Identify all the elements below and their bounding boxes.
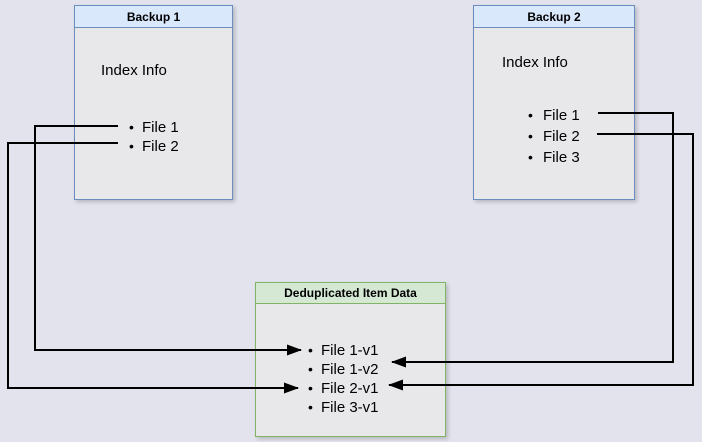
- dedup-title: Deduplicated Item Data: [256, 283, 445, 304]
- file-label: File 1-v1: [321, 342, 379, 359]
- backup2-box: Backup 2 Index Info • File 1 • File 2 • …: [473, 5, 635, 200]
- backup2-file-3: • File 3: [528, 147, 580, 168]
- backup2-title: Backup 2: [474, 6, 634, 28]
- bullet-icon: •: [528, 128, 533, 144]
- bullet-icon: •: [308, 361, 313, 377]
- bullet-icon: •: [308, 342, 313, 358]
- backup1-box: Backup 1 Index Info • File 1 • File 2: [74, 5, 233, 200]
- file-label: File 3-v1: [321, 399, 379, 416]
- backup1-file-2: • File 2: [129, 137, 179, 156]
- bullet-icon: •: [308, 380, 313, 396]
- backup2-index-info-label: Index Info: [502, 54, 568, 71]
- backup1-file-1: • File 1: [129, 118, 179, 137]
- backup1-index-info-label: Index Info: [101, 62, 167, 79]
- bullet-icon: •: [528, 149, 533, 165]
- backup2-file-1: • File 1: [528, 105, 580, 126]
- dedup-file-list: • File 1-v1 • File 1-v2 • File 2-v1 • Fi…: [308, 341, 379, 417]
- backup2-file-2: • File 2: [528, 126, 580, 147]
- bullet-icon: •: [528, 107, 533, 123]
- backup1-file-list: • File 1 • File 2: [129, 118, 179, 156]
- file-label: File 2: [142, 138, 179, 155]
- file-label: File 1: [543, 107, 580, 124]
- file-label: File 2-v1: [321, 380, 379, 397]
- dedup-file-3-v1: • File 3-v1: [308, 398, 379, 417]
- deduplicated-item-data-box: Deduplicated Item Data • File 1-v1 • Fil…: [255, 282, 446, 437]
- bullet-icon: •: [308, 399, 313, 415]
- bullet-icon: •: [129, 138, 134, 154]
- dedup-file-2-v1: • File 2-v1: [308, 379, 379, 398]
- dedup-file-1-v1: • File 1-v1: [308, 341, 379, 360]
- file-label: File 1-v2: [321, 361, 379, 378]
- file-label: File 1: [142, 119, 179, 136]
- dedup-file-1-v2: • File 1-v2: [308, 360, 379, 379]
- file-label: File 3: [543, 149, 580, 166]
- bullet-icon: •: [129, 119, 134, 135]
- backup1-title: Backup 1: [75, 6, 232, 28]
- file-label: File 2: [543, 128, 580, 145]
- backup2-file-list: • File 1 • File 2 • File 3: [528, 105, 580, 168]
